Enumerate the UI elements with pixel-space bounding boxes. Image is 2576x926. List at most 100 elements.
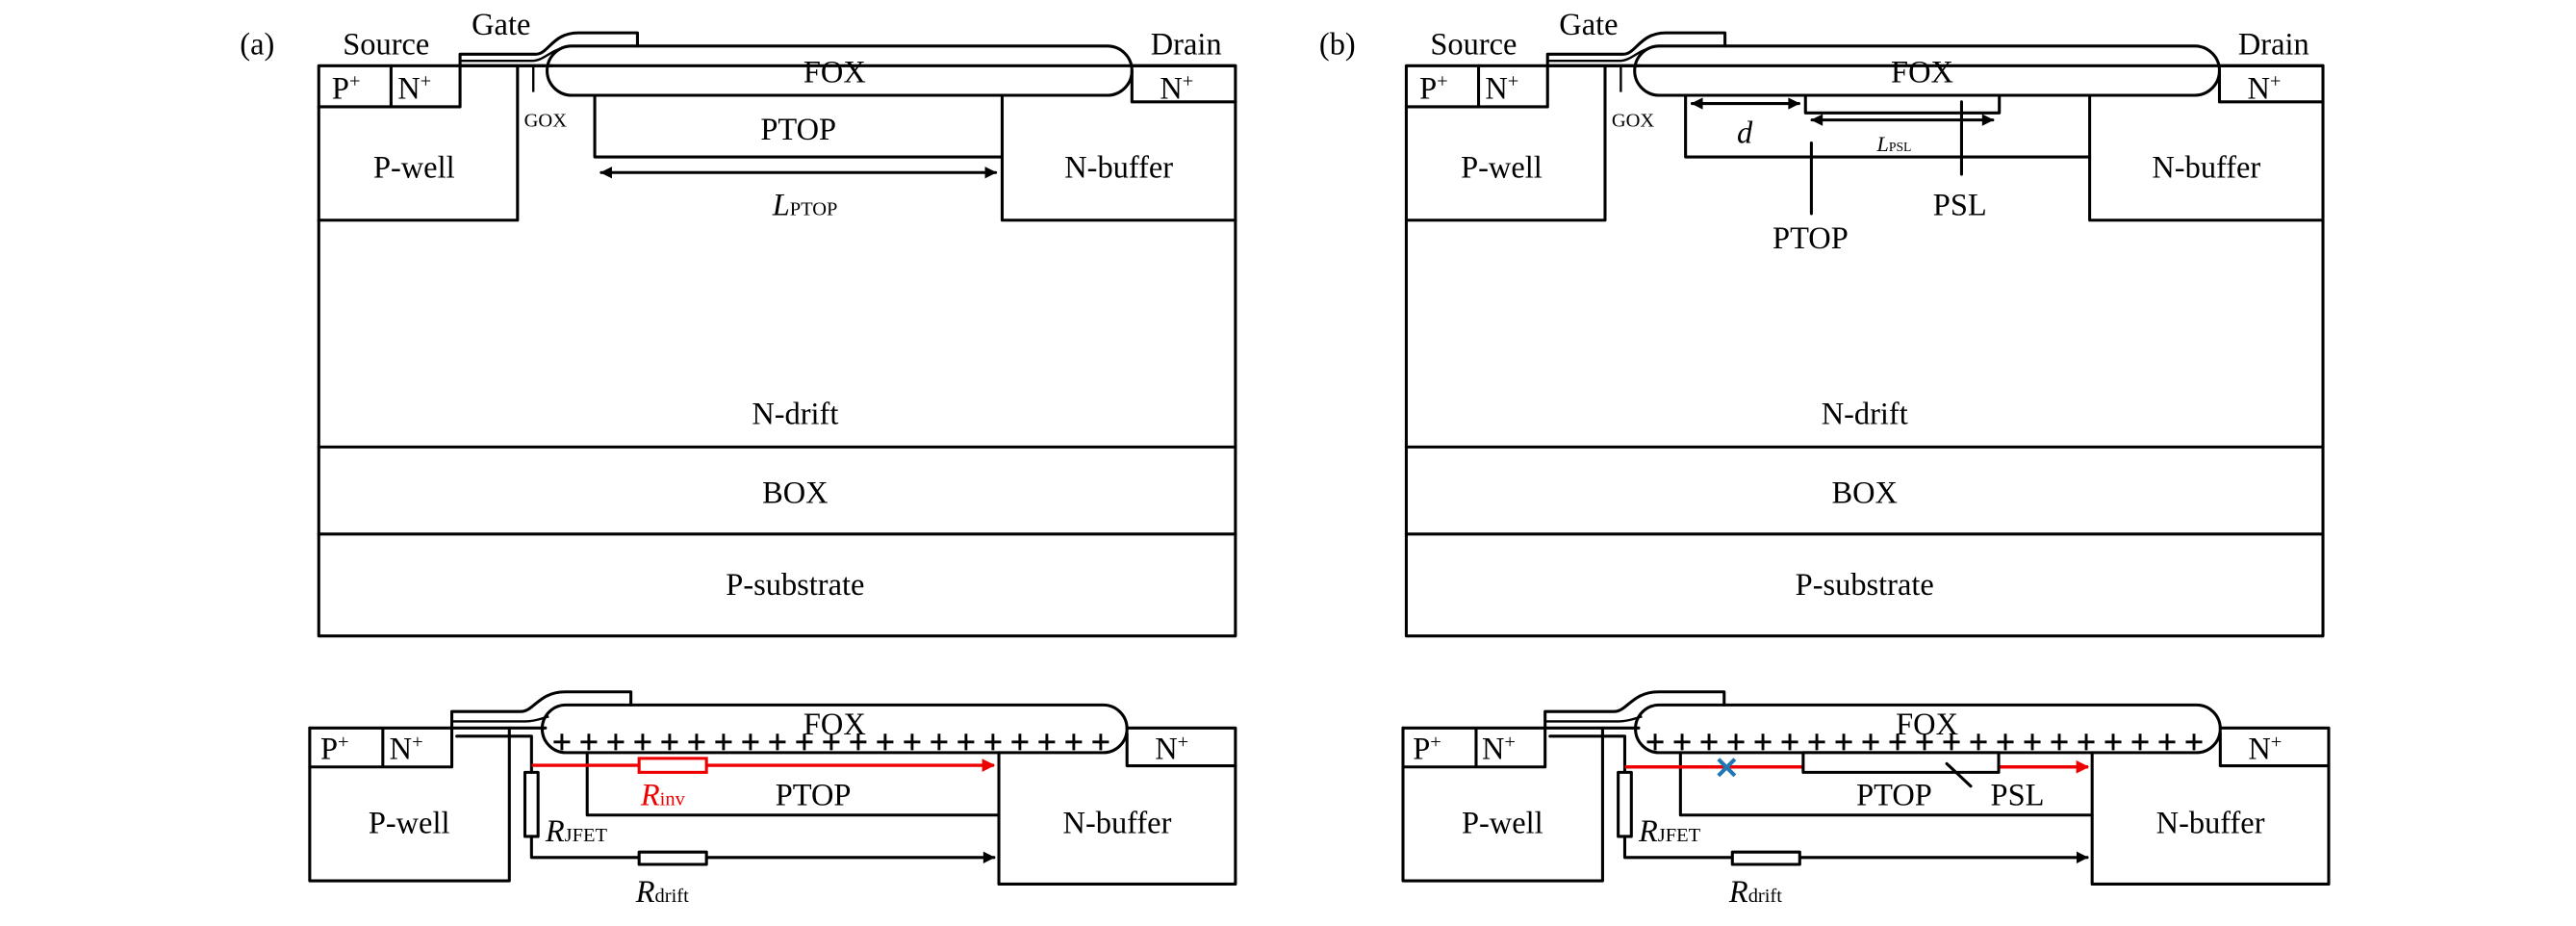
positive-charge-mark <box>1065 733 1083 751</box>
drain-n-plus-label: N+ <box>2248 732 2282 767</box>
gox-label: GOX <box>1612 110 1655 131</box>
nbuffer-label: N-buffer <box>2156 807 2265 841</box>
positive-charge-mark <box>1038 733 1056 751</box>
positive-charge-mark <box>1754 733 1772 751</box>
nbuffer-label: N-buffer <box>2152 150 2260 185</box>
drain-n-plus-label: N+ <box>2247 70 2281 106</box>
d-label: d <box>1737 116 1753 151</box>
pwell-label: P-well <box>1461 150 1543 185</box>
drain-n-plus-label: N+ <box>1160 70 1193 106</box>
gate-oxide-line <box>1544 715 1643 723</box>
nbuffer-label: N-buffer <box>1063 807 1172 841</box>
panel-a-tag: (a) <box>240 27 274 62</box>
source-label: Source <box>343 27 429 62</box>
device-outline <box>1404 64 2325 638</box>
p-plus-label: P+ <box>320 732 349 767</box>
fox-label: FOX <box>1891 55 1953 90</box>
positive-charge-mark <box>1916 733 1933 751</box>
psub-label: P-substrate <box>1796 568 1934 603</box>
ptop-region <box>585 751 1001 817</box>
pwell-region <box>317 64 520 222</box>
n-plus-label: N+ <box>1482 732 1516 767</box>
nbuffer-region <box>997 726 1237 887</box>
positive-charge-mark <box>2185 733 2203 751</box>
fox-positive-charges <box>1646 733 2203 751</box>
positive-charge-mark <box>796 733 813 751</box>
positive-charge-mark <box>904 733 921 751</box>
positive-charge-mark <box>984 733 1002 751</box>
ptop-region <box>593 93 1004 159</box>
positive-charge-mark <box>1808 733 1825 751</box>
positive-charge-mark <box>1943 733 1960 751</box>
p-plus-n-plus-region <box>1404 64 1549 109</box>
ptop-region <box>1678 751 2094 817</box>
n-plus-label: N+ <box>397 70 431 106</box>
ptop-label: PTOP <box>776 779 852 813</box>
pwell-label: P-well <box>369 807 450 841</box>
box-label: BOX <box>762 476 828 510</box>
n-plus-label: N+ <box>390 732 423 767</box>
p-plus-n-plus-region <box>308 726 454 769</box>
positive-charge-mark <box>2078 733 2095 751</box>
positive-charge-mark <box>1889 733 1906 751</box>
positive-charge-mark <box>1700 733 1718 751</box>
psl-region <box>1803 93 2002 115</box>
positive-charge-mark <box>688 733 705 751</box>
psub-label: P-substrate <box>726 568 864 603</box>
positive-charge-mark <box>823 733 840 751</box>
drain-label: Drain <box>1151 27 1222 62</box>
positive-charge-mark <box>1011 733 1029 751</box>
r-jfet-resistor <box>523 770 540 838</box>
gate-electrode <box>1545 31 1727 67</box>
p-plus-label: P+ <box>1413 732 1441 767</box>
gate-electrode <box>1543 690 1726 730</box>
fox-label: FOX <box>803 707 866 742</box>
psl-region <box>1801 751 2001 774</box>
pwell-label: P-well <box>1462 807 1543 841</box>
psl-length-label: LPSL <box>1876 132 1912 156</box>
positive-charge-mark <box>580 733 598 751</box>
box-label: BOX <box>1831 476 1897 510</box>
drift-current-path <box>1622 835 2089 863</box>
positive-charge-mark <box>2158 733 2176 751</box>
pwell-label: P-well <box>373 150 455 185</box>
fox-label: FOX <box>803 55 866 90</box>
r-drift-resistor <box>637 850 708 866</box>
pwell-region <box>1401 726 1604 883</box>
positive-charge-mark <box>877 733 894 751</box>
drain-n-plus-region <box>1125 731 1237 768</box>
panel-b-top: (b) Source Gate Drain P+ N+ GOX FOX d LP… <box>1319 8 2325 638</box>
r-inv-label: Rinv <box>640 779 686 813</box>
gate-label: Gate <box>472 8 530 42</box>
nbuffer-label: N-buffer <box>1064 150 1173 185</box>
ptop-label: PTOP <box>1856 779 1932 813</box>
blocked-path-x-icon <box>1717 758 1737 778</box>
ptop-label: PTOP <box>1773 221 1849 256</box>
positive-charge-mark <box>2104 733 2122 751</box>
ptop-label: PTOP <box>760 113 836 147</box>
r-jfet-label: RJFET <box>1638 814 1701 849</box>
positive-charge-mark <box>2024 733 2041 751</box>
positive-charge-mark <box>957 733 975 751</box>
source-contact-line <box>455 734 533 774</box>
drain-n-plus-region <box>2218 731 2331 768</box>
nbuffer-region <box>2090 726 2331 887</box>
r-drift-resistor <box>1730 850 1801 866</box>
positive-charge-mark <box>2051 733 2068 751</box>
device-outline <box>317 64 1237 638</box>
panel-b-bottom: P+ N+ FOX PTOP PSL RJFET Rdrift N+ P-wel… <box>1401 690 2331 910</box>
r-jfet-label: RJFET <box>545 814 608 849</box>
positive-charge-mark <box>1646 733 1664 751</box>
fox-label: FOX <box>1896 707 1958 742</box>
p-plus-n-plus-region <box>1401 726 1547 769</box>
positive-charge-mark <box>1781 733 1798 751</box>
pwell-region <box>308 726 511 883</box>
r-inv-resistor <box>637 757 708 774</box>
positive-charge-mark <box>1673 733 1691 751</box>
ndrift-label: N-drift <box>752 397 838 431</box>
p-plus-label: P+ <box>332 70 361 106</box>
positive-charge-mark <box>1997 733 2014 751</box>
positive-charge-mark <box>715 733 732 751</box>
positive-charge-mark <box>2131 733 2149 751</box>
